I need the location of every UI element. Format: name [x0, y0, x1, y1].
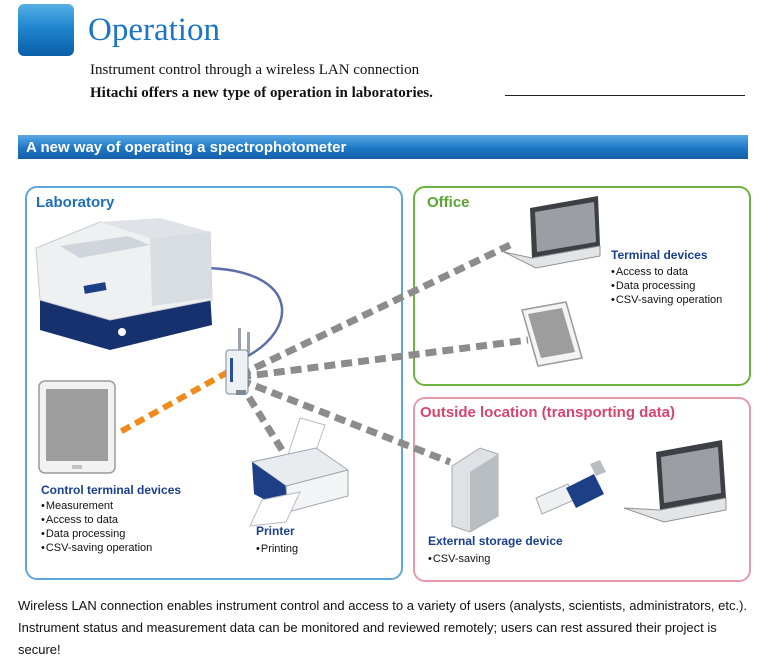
wireless-router-icon [225, 328, 250, 395]
outside-laptop-icon [623, 440, 727, 523]
control-devices-list: Measurement Access to data Data processi… [41, 499, 152, 555]
terminal-devices-title: Terminal devices [611, 248, 708, 262]
office-laptop-icon [503, 196, 601, 269]
control-tablet-icon [38, 380, 116, 474]
section-title: A new way of operating a spectrophotomet… [26, 139, 347, 156]
header-logo-block [18, 4, 74, 56]
link-to-storage [238, 376, 452, 466]
link-to-office-laptop [238, 241, 512, 379]
office-title: Office [427, 194, 470, 211]
external-storage-icon [451, 447, 499, 533]
storage-list: CSV-saving [428, 552, 490, 566]
outside-location-title: Outside location (transporting data) [420, 404, 676, 421]
laboratory-title: Laboratory [36, 194, 115, 211]
control-devices-title: Control terminal devices [41, 483, 182, 497]
spectrophotometer-icon [35, 218, 213, 350]
page-subtitle: Instrument control through a wireless LA… [90, 62, 420, 78]
list-item: CSV-saving [428, 552, 490, 566]
office-tablet-icon [521, 301, 583, 367]
list-item: Data processing [611, 279, 722, 293]
header-divider [505, 95, 745, 96]
page-tagline: Hitachi offers a new type of operation i… [90, 85, 433, 101]
storage-title: External storage device [428, 534, 563, 548]
list-item: Printing [256, 542, 298, 556]
usb-stick-icon [535, 460, 606, 515]
printer-title: Printer [256, 524, 295, 538]
link-to-office-tablet [239, 336, 529, 381]
list-item: CSV-saving operation [41, 541, 152, 555]
terminal-devices-list: Access to data Data processing CSV-savin… [611, 265, 722, 307]
list-item: Access to data [41, 513, 152, 527]
printer-list: Printing [256, 542, 298, 556]
page-title: Operation [88, 12, 220, 48]
wireless-links [237, 241, 529, 466]
printer-icon [249, 417, 350, 527]
link-to-printer [237, 381, 285, 452]
list-item: Access to data [611, 265, 722, 279]
list-item: Data processing [41, 527, 152, 541]
instrument-cable [204, 266, 284, 360]
footer-description: Wireless LAN connection enables instrume… [18, 598, 748, 657]
section-banner [18, 135, 748, 159]
list-item: Measurement [41, 499, 152, 513]
list-item: CSV-saving operation [611, 293, 722, 307]
link-to-control-tablet [118, 369, 230, 435]
